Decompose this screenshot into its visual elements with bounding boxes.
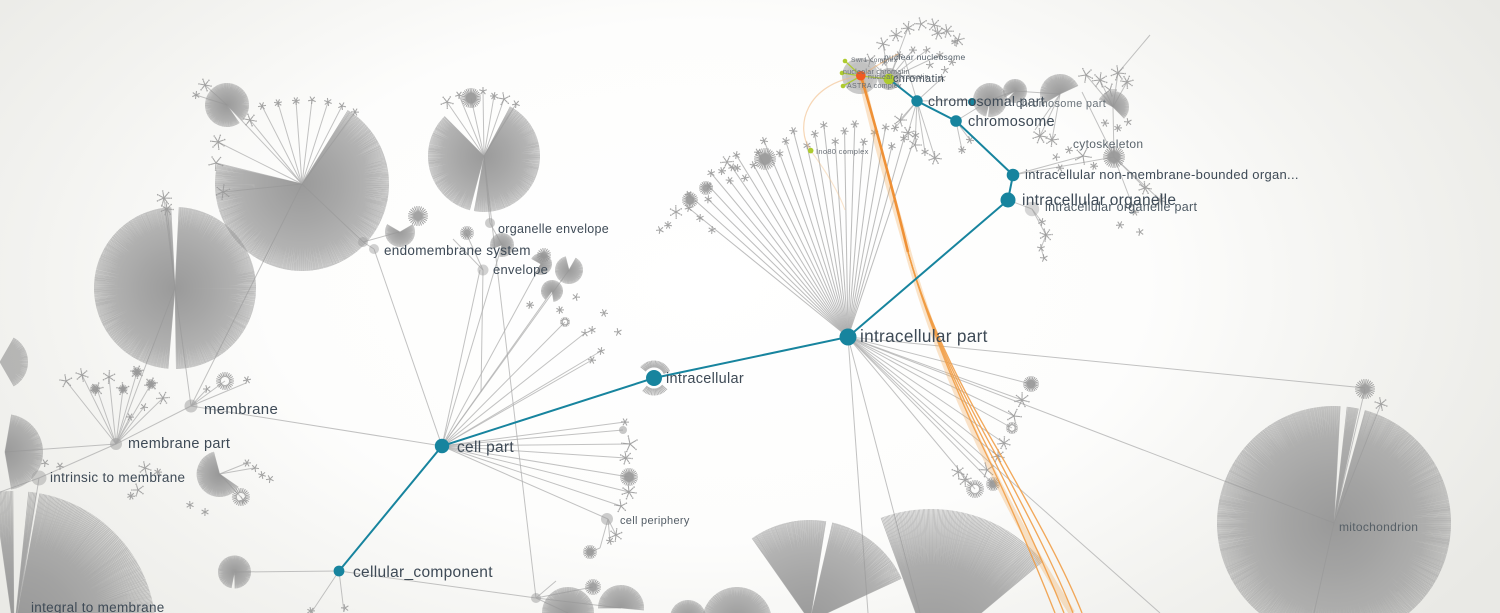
svg-text:intracellular organelle: intracellular organelle	[1022, 192, 1176, 209]
svg-text:chromosome part: chromosome part	[1016, 98, 1106, 110]
svg-text:intracellular non-membrane-bou: intracellular non-membrane-bounded organ…	[1025, 167, 1299, 182]
svg-text:Swr1 complex: Swr1 complex	[851, 57, 898, 64]
svg-text:nuclear nucleosome: nuclear nucleosome	[884, 52, 965, 62]
svg-text:integral to membrane: integral to membrane	[31, 600, 165, 613]
svg-text:intracellular: intracellular	[666, 371, 744, 387]
svg-text:nuclear chromatin: nuclear chromatin	[868, 74, 929, 81]
svg-text:cell periphery: cell periphery	[620, 515, 690, 527]
svg-text:intrinsic to membrane: intrinsic to membrane	[50, 470, 185, 485]
svg-text:endomembrane system: endomembrane system	[384, 243, 531, 258]
svg-text:cellular_component: cellular_component	[353, 564, 493, 581]
svg-text:chromatin: chromatin	[893, 73, 944, 85]
svg-text:chromosomal part: chromosomal part	[928, 93, 1045, 109]
svg-text:cytoskeleton: cytoskeleton	[1073, 137, 1143, 151]
svg-text:chromosome: chromosome	[968, 114, 1055, 130]
svg-text:membrane: membrane	[204, 401, 278, 418]
svg-text:Ino80 complex: Ino80 complex	[816, 147, 869, 156]
svg-text:envelope: envelope	[493, 262, 548, 277]
svg-text:organelle envelope: organelle envelope	[498, 222, 609, 236]
svg-text:nucleolar chromatin: nucleolar chromatin	[843, 69, 910, 76]
svg-text:ASTRA complex: ASTRA complex	[847, 83, 902, 90]
svg-text:mitochondrion: mitochondrion	[1339, 520, 1418, 534]
svg-text:cell part: cell part	[457, 439, 514, 456]
svg-text:intracellular organelle part: intracellular organelle part	[1045, 200, 1197, 214]
svg-text:intracellular part: intracellular part	[860, 326, 988, 346]
svg-text:membrane part: membrane part	[128, 436, 230, 452]
